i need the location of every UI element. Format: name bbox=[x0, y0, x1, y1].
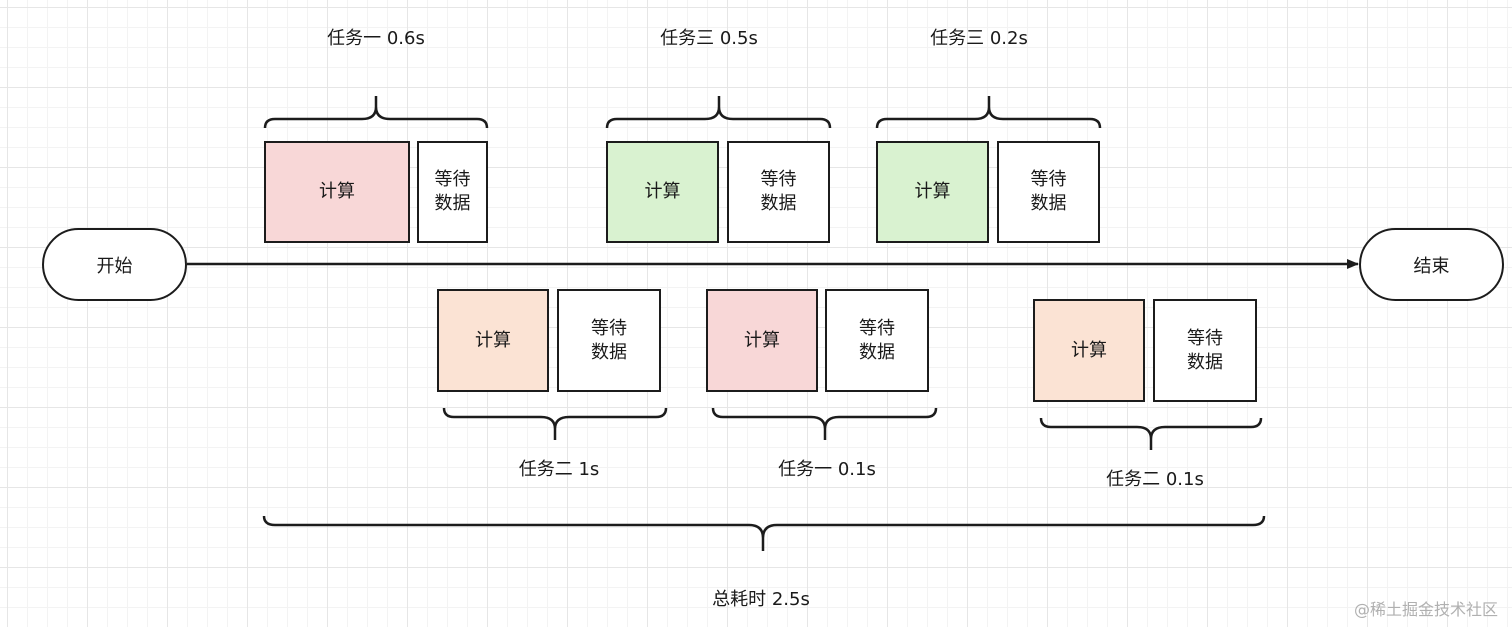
task-2-brace bbox=[605, 96, 832, 129]
task-6-brace bbox=[1039, 417, 1263, 450]
task-4-compute-box: 计算 bbox=[437, 289, 549, 392]
task-1-brace bbox=[263, 96, 489, 129]
task-5-wait-box: 等待 数据 bbox=[825, 289, 929, 392]
task-1-wait-box: 等待 数据 bbox=[417, 141, 488, 243]
task-2-label: 任务三 0.5s bbox=[660, 28, 758, 49]
task-3-brace bbox=[875, 96, 1102, 129]
end-node: 结束 bbox=[1359, 228, 1504, 301]
watermark: @稀土掘金技术社区 bbox=[1353, 600, 1498, 619]
task-5-label: 任务一 0.1s bbox=[778, 459, 876, 480]
task-2-compute-box: 计算 bbox=[606, 141, 719, 243]
task-6-compute-box: 计算 bbox=[1033, 299, 1145, 402]
task-3-compute-box: 计算 bbox=[876, 141, 989, 243]
task-4-brace bbox=[442, 407, 668, 440]
task-1-compute-box: 计算 bbox=[264, 141, 410, 243]
task-3-wait-box: 等待 数据 bbox=[997, 141, 1100, 243]
task-4-label: 任务二 1s bbox=[518, 459, 600, 480]
task-6-wait-box: 等待 数据 bbox=[1153, 299, 1257, 402]
task-3-label: 任务三 0.2s bbox=[930, 28, 1028, 49]
total-duration-label: 总耗时 2.5s bbox=[712, 589, 810, 610]
task-6-label: 任务二 0.1s bbox=[1106, 469, 1204, 490]
task-5-brace bbox=[711, 407, 938, 440]
task-2-wait-box: 等待 数据 bbox=[727, 141, 830, 243]
task-4-wait-box: 等待 数据 bbox=[557, 289, 661, 392]
start-node: 开始 bbox=[42, 228, 187, 301]
task-1-label: 任务一 0.6s bbox=[327, 28, 425, 49]
total-brace bbox=[262, 515, 1266, 551]
task-5-compute-box: 计算 bbox=[706, 289, 818, 392]
